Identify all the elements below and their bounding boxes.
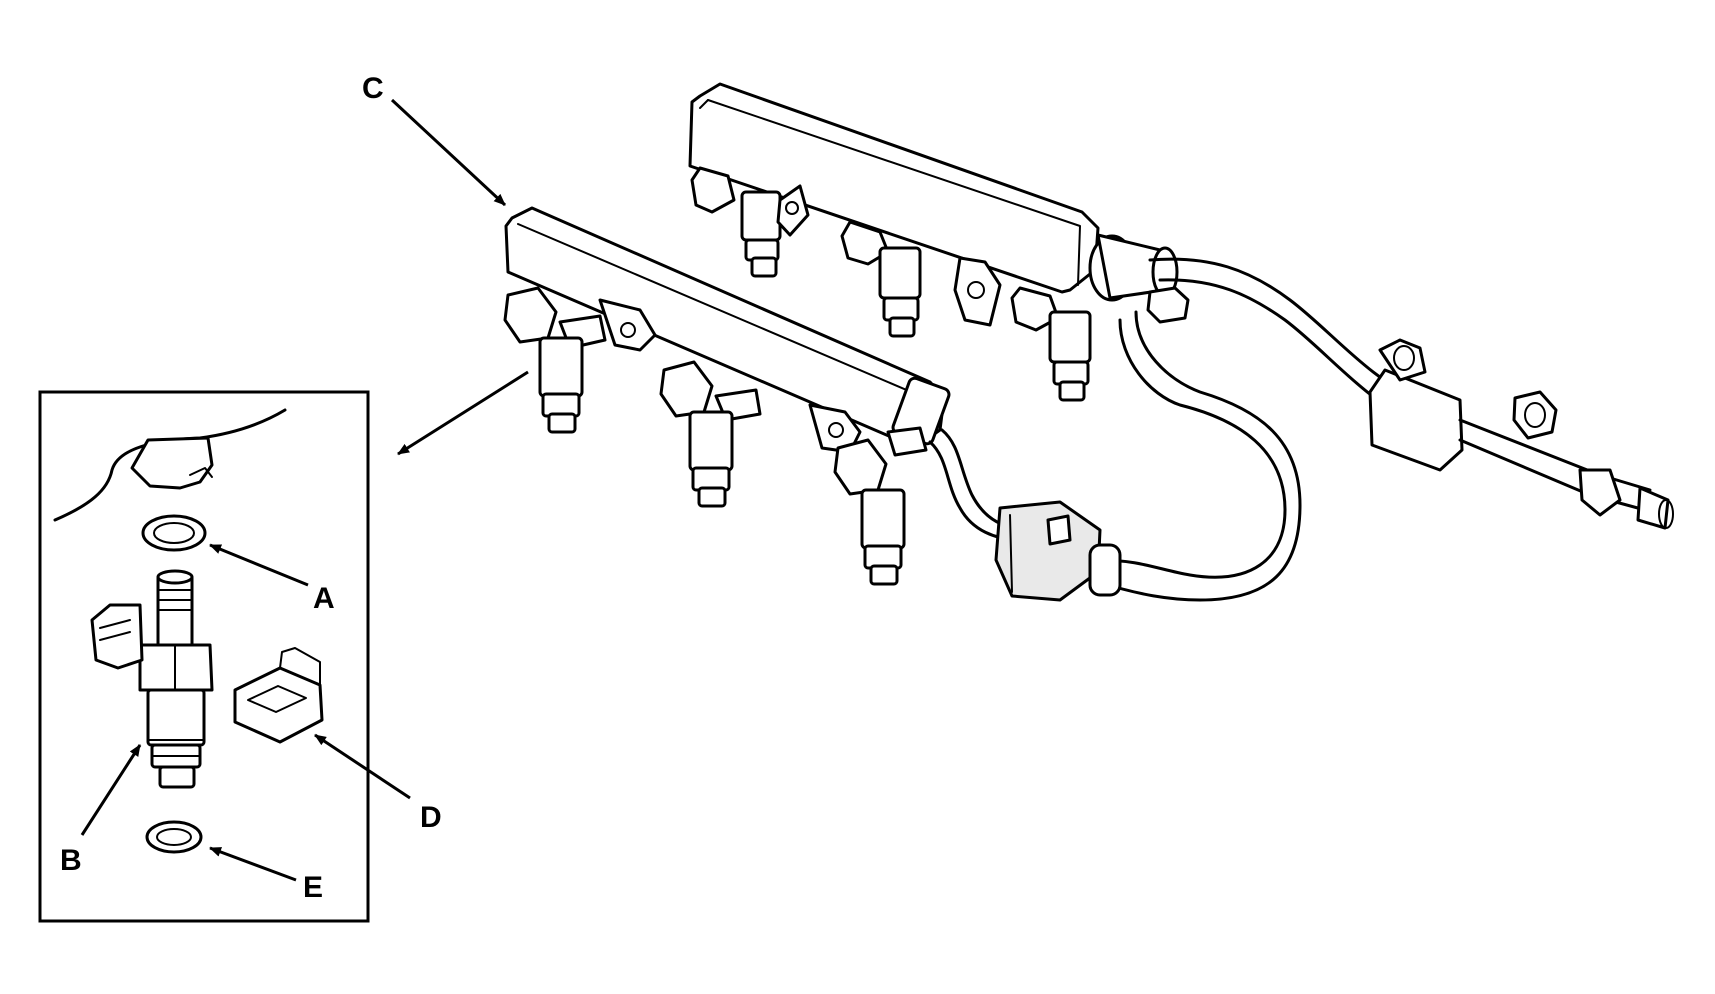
leader-c bbox=[390, 98, 507, 207]
leader-a bbox=[209, 543, 309, 587]
detail-inset: A B D E bbox=[38, 390, 442, 923]
front-injector-1 bbox=[503, 286, 607, 434]
callout-a: A bbox=[313, 582, 335, 615]
hose-bracket bbox=[1368, 338, 1558, 472]
leader-d bbox=[314, 733, 411, 800]
rear-injector-3 bbox=[1010, 286, 1092, 402]
callout-c: C bbox=[362, 72, 384, 105]
fuel-lines bbox=[928, 257, 1674, 602]
inset-rail-section bbox=[53, 408, 287, 522]
callout-b: B bbox=[60, 844, 82, 877]
rear-injector-2 bbox=[840, 220, 1002, 338]
o-ring-a bbox=[141, 514, 207, 552]
detail-pointer-arrow bbox=[397, 370, 529, 456]
injector-clip-d bbox=[233, 647, 324, 744]
o-ring-e bbox=[145, 820, 203, 854]
rear-fuel-rail bbox=[688, 82, 1190, 402]
front-fuel-rail-c bbox=[503, 206, 951, 586]
front-injector-3 bbox=[833, 426, 928, 586]
rear-injector-1 bbox=[690, 166, 782, 278]
callout-d: D bbox=[420, 801, 442, 834]
callout-e: E bbox=[303, 871, 323, 904]
leader-e bbox=[209, 846, 297, 882]
front-injector-2 bbox=[659, 360, 762, 508]
quick-connector bbox=[994, 500, 1102, 602]
leader-b bbox=[80, 744, 142, 836]
fuel-injector-b bbox=[90, 569, 214, 789]
inset-injector-port bbox=[130, 436, 214, 490]
